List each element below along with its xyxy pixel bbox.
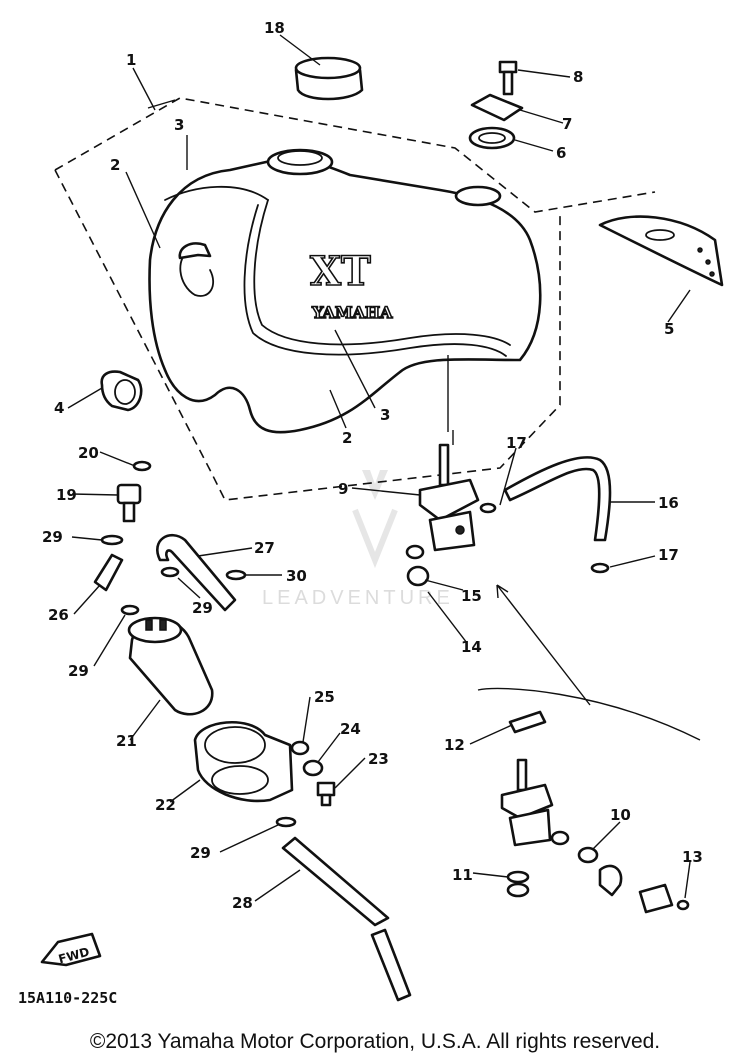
clip-20 (132, 460, 152, 472)
strainer-12 (508, 710, 547, 734)
grommet-6 (468, 126, 516, 150)
tank-damper (100, 370, 143, 412)
callout-28: 28 (232, 894, 253, 912)
callout-6: 6 (556, 144, 566, 162)
callout-27: 27 (254, 539, 275, 557)
callout-2: 2 (342, 429, 352, 447)
callout-14: 14 (461, 638, 482, 656)
callout-26: 26 (48, 606, 69, 624)
hose-27 (156, 534, 237, 612)
callout-8: 8 (573, 68, 583, 86)
leader-lines (67, 34, 691, 902)
watermark-text: LEADVENTURE (262, 587, 454, 609)
fwd-direction-tag: FWD (40, 932, 102, 966)
pump-bracket (193, 721, 294, 803)
callout-10: 10 (610, 806, 631, 824)
callout-3: 3 (174, 116, 184, 134)
seal-15 (405, 544, 425, 560)
callout-20: 20 (78, 444, 99, 462)
alternate-group-arrow (496, 584, 591, 706)
callout-29: 29 (192, 599, 213, 617)
callout-11: 11 (452, 866, 473, 884)
callout-15: 15 (461, 587, 482, 605)
tank-bracket (598, 215, 724, 287)
callout-24: 24 (340, 720, 361, 738)
elbow-fitting (598, 864, 623, 897)
tank-brand-logo: YAMAHA (311, 303, 393, 322)
callout-16: 16 (658, 494, 679, 512)
plate-13 (638, 883, 690, 914)
hose-28 (281, 836, 412, 1002)
fuel-tank-assembly-outline (54, 97, 656, 501)
fuel-pump (127, 616, 214, 716)
watermark: LEADVENTURE (262, 470, 454, 609)
tank-model-logo: XT (310, 248, 371, 295)
nut-24 (302, 759, 324, 777)
fuel-cock-9 (418, 443, 480, 552)
fuel-tank: XT YAMAHA (148, 148, 542, 434)
clips-17 (479, 502, 610, 574)
drawing-code: 15A110-225C (18, 989, 117, 1007)
callout-17: 17 (658, 546, 679, 564)
callout-19: 19 (56, 486, 77, 504)
callout-7: 7 (562, 115, 572, 133)
callout-2: 2 (110, 156, 120, 174)
seal-10 (550, 830, 599, 864)
fuel-cock-alt (500, 758, 554, 847)
callout-3: 3 (380, 406, 390, 424)
copyright-notice: ©2013 Yamaha Motor Corporation, U.S.A. A… (89, 1030, 661, 1053)
callout-12: 12 (444, 736, 465, 754)
callout-1: 1 (126, 51, 136, 69)
callout-29: 29 (68, 662, 89, 680)
hose-16 (503, 456, 612, 542)
fuel-cap (294, 56, 364, 101)
bolt-23 (316, 781, 336, 807)
callout-23: 23 (368, 750, 389, 768)
fitting-19 (116, 483, 142, 523)
callout-13: 13 (682, 848, 703, 866)
plate-7 (470, 93, 524, 122)
callout-29: 29 (42, 528, 63, 546)
alternate-group-bracket (477, 687, 701, 741)
callout-5: 5 (664, 320, 674, 338)
callout-29: 29 (190, 844, 211, 862)
callout-4: 4 (54, 399, 64, 417)
callout-17: 17 (506, 434, 527, 452)
callout-18: 18 (264, 19, 285, 37)
hose-26 (93, 553, 124, 592)
nut-14 (406, 565, 430, 587)
washer-11 (506, 870, 530, 898)
callout-labels: 1 2 2 3 3 4 5 6 7 8 9 10 11 12 13 14 15 … (42, 19, 703, 912)
callout-22: 22 (155, 796, 176, 814)
callout-9: 9 (338, 480, 348, 498)
callout-25: 25 (314, 688, 335, 706)
bolt-8 (498, 60, 518, 96)
callout-30: 30 (286, 567, 307, 585)
washer-25 (290, 740, 310, 756)
callout-21: 21 (116, 732, 137, 750)
clip-30 (225, 569, 247, 581)
